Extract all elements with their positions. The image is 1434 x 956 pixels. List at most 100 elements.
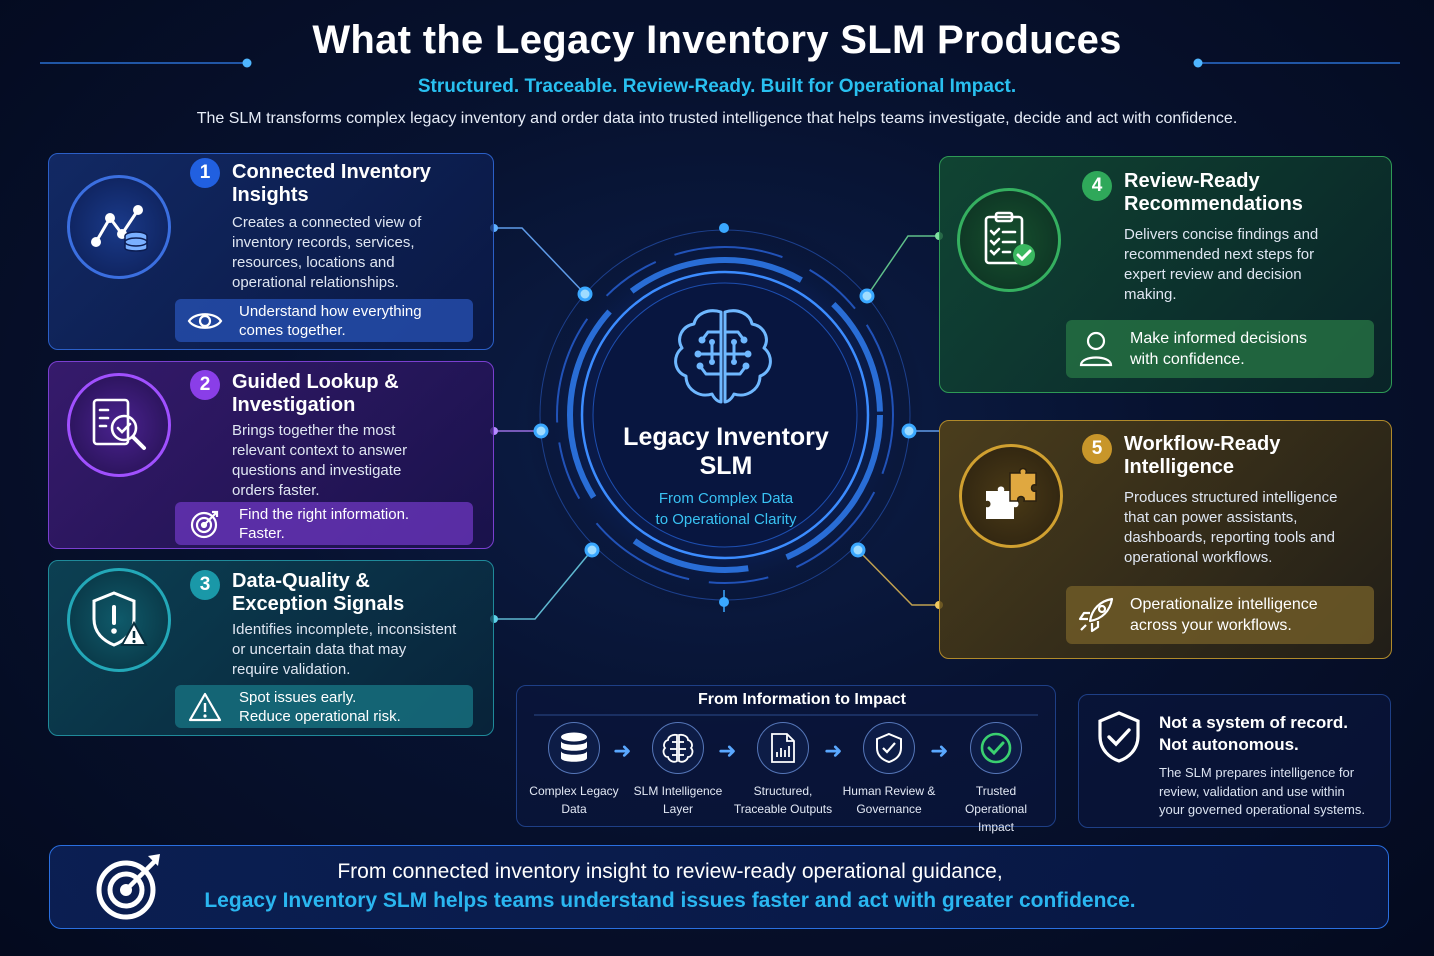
card-text-line: dashboards, reporting tools and: [1124, 529, 1335, 546]
document-search-icon: [67, 373, 171, 477]
card-callout: Find the right information. Faster.: [175, 502, 473, 545]
card-title-line1: Review-Ready: [1124, 170, 1260, 192]
flow-label-line: Impact: [977, 820, 1014, 834]
clipboard-check-icon: [957, 188, 1061, 292]
card-title-line2: Recommendations: [1124, 193, 1303, 215]
hub-subtitle: From Complex Data to Operational Clarity: [584, 488, 868, 530]
shield-warning-icon: [67, 568, 171, 672]
card-callout-text: Make informed decisions with confidence.: [1130, 328, 1307, 370]
card-callout: Make informed decisions with confidence.: [1066, 320, 1374, 378]
disclaimer-text-line: your governed operational systems.: [1159, 802, 1365, 817]
puzzle-icon: [959, 444, 1063, 548]
card-text-line: operational workflows.: [1124, 549, 1273, 566]
card-text-line: Delivers concise findings and: [1124, 226, 1319, 243]
flow-step: SLM Intelligence Layer: [626, 722, 730, 818]
card-text-line: Brings together the most: [232, 422, 396, 439]
card-text-line: making.: [1124, 286, 1177, 303]
flow-step-label: Human Review & Governance: [837, 782, 941, 818]
warning-icon: [185, 692, 225, 722]
card-text-line: Creates a connected view of: [232, 214, 422, 231]
shield-check-icon: [863, 722, 915, 774]
card-title-line1: Connected Inventory: [232, 161, 431, 183]
card-description: Delivers concise findings and recommende…: [1124, 225, 1318, 305]
hub-sub-line1: From Complex Data: [658, 490, 794, 507]
eye-icon: [185, 309, 225, 333]
brain-icon: [652, 722, 704, 774]
hub-node-top: [719, 223, 729, 233]
callout-line: Find the right information.: [239, 505, 410, 523]
hub-ring-dash: [556, 246, 894, 584]
hub-title-line2: SLM: [699, 452, 753, 480]
summary-banner: [49, 845, 1389, 929]
page-subtitle: Structured. Traceable. Review-Ready. Bui…: [417, 76, 1017, 97]
header-deco-right-dot: [1193, 58, 1203, 68]
card-title-line1: Data-Quality &: [232, 570, 370, 592]
card-callout-text: Spot issues early. Reduce operational ri…: [239, 688, 401, 726]
arrow-right-icon: ➜: [613, 738, 632, 763]
card-text-line: operational relationships.: [232, 274, 399, 291]
target-icon: [185, 508, 225, 540]
brain-circuit-icon: [674, 309, 772, 404]
card-text-line: relevant context to answer: [232, 442, 408, 459]
card-text-line: that can power assistants,: [1124, 509, 1298, 526]
card-title: Review-Ready Recommendations: [1124, 170, 1303, 216]
flow-label-line: Structured,: [753, 784, 813, 798]
flow-step-label: Complex Legacy Data: [522, 782, 626, 818]
callout-line: Understand how everything: [239, 302, 422, 320]
user-icon: [1076, 331, 1116, 367]
hub-core: [592, 282, 858, 548]
hub-sub-line2: to Operational Clarity: [655, 511, 797, 528]
callout-line: Make informed decisions: [1130, 330, 1307, 347]
callout-line: Faster.: [239, 524, 285, 542]
banner-line-1: From connected inventory insight to revi…: [337, 860, 1003, 883]
card-text-line: orders faster.: [232, 482, 320, 499]
flow-label-line: Traceable Outputs: [733, 802, 833, 816]
card-number-4: 4: [1082, 171, 1112, 201]
callout-line: Reduce operational risk.: [239, 707, 401, 725]
network-database-icon: [67, 175, 171, 279]
card-description: Identifies incomplete, inconsistent or u…: [232, 620, 456, 680]
flow-label-line: Data: [561, 802, 587, 816]
arrow-right-icon: ➜: [930, 738, 949, 763]
rocket-icon: [1076, 597, 1116, 633]
card-callout-text: Operationalize intelligence across your …: [1130, 594, 1318, 636]
flow-step: Complex Legacy Data: [522, 722, 626, 818]
arrow-right-icon: ➜: [718, 738, 737, 763]
flow-step-label: Structured, Traceable Outputs: [731, 782, 835, 818]
flow-title: From Information to Impact: [698, 691, 906, 708]
card-callout-text: Find the right information. Faster.: [239, 505, 409, 543]
card-number-3: 3: [190, 570, 220, 600]
disclaimer-title-line: Not a system of record.: [1159, 713, 1348, 732]
card-title-line2: Investigation: [232, 394, 356, 416]
flow-label-line: Trusted Operational: [964, 784, 1028, 816]
callout-line: across your workflows.: [1130, 617, 1292, 634]
callout-line: comes together.: [239, 321, 346, 339]
card-callout: Spot issues early. Reduce operational ri…: [175, 685, 473, 728]
flow-step-label: SLM Intelligence Layer: [626, 782, 730, 818]
header-deco-left-dot: [242, 58, 252, 68]
card-description: Brings together the most relevant contex…: [232, 421, 407, 501]
flow-label-line: SLM Intelligence: [633, 784, 723, 798]
report-icon: [757, 722, 809, 774]
card-title: Connected Inventory Insights: [232, 161, 431, 207]
connector-3: [494, 549, 593, 620]
card-number-2: 2: [190, 370, 220, 400]
card-callout: Understand how everything comes together…: [175, 299, 473, 342]
flow-step: Human Review & Governance: [837, 722, 941, 818]
card-title-line2: Insights: [232, 184, 309, 206]
callout-line: Operationalize intelligence: [1130, 596, 1318, 613]
target-arrow-icon: [96, 854, 160, 920]
flow-label-line: Governance: [856, 802, 922, 816]
card-title-line2: Intelligence: [1124, 456, 1235, 478]
card-text-line: recommended next steps for: [1124, 246, 1315, 263]
connector-4: [866, 235, 939, 297]
card-description: Produces structured intelligence that ca…: [1124, 488, 1337, 568]
card-title-line1: Guided Lookup &: [232, 371, 399, 393]
card-text-line: Identifies incomplete, inconsistent: [232, 621, 457, 638]
disclaimer-title: Not a system of record. Not autonomous.: [1159, 712, 1348, 756]
card-number-5: 5: [1082, 434, 1112, 464]
connector-1: [494, 227, 586, 295]
flow-step-label: Trusted Operational Impact: [944, 782, 1048, 836]
flow-label-line: Layer: [662, 802, 694, 816]
